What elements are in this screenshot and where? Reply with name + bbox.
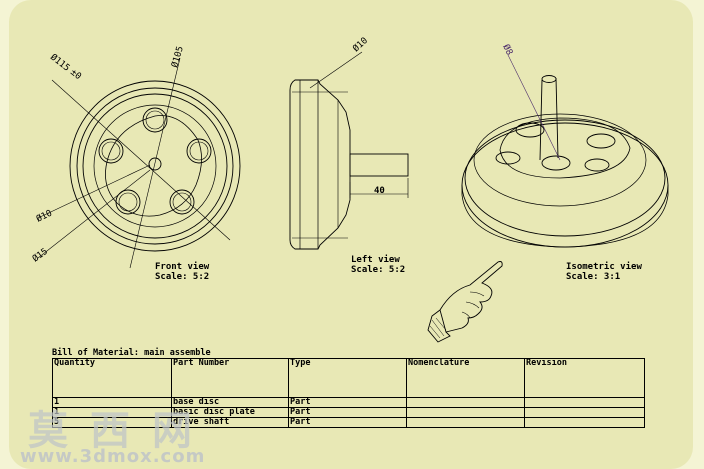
bom-header-part-number: Part Number xyxy=(171,358,289,398)
bom-header-row: Quantity Part Number Type Nomenclature R… xyxy=(52,358,645,398)
bom-title: Bill of Material: main assemble xyxy=(52,348,211,358)
bom-cell-nomenclature xyxy=(406,417,525,428)
bom-table: Quantity Part Number Type Nomenclature R… xyxy=(52,358,645,428)
bom-cell-revision xyxy=(524,417,645,428)
front-view-scale: Scale: 5:2 xyxy=(155,272,209,282)
bom-cell-nomenclature xyxy=(406,397,525,408)
front-view xyxy=(37,57,241,269)
isometric-view xyxy=(461,54,669,248)
dim-front-d105: Ø105 xyxy=(169,45,186,69)
watermark-url: www.3dmox.com xyxy=(20,446,206,467)
bom-header-revision: Revision xyxy=(524,358,645,398)
table-row: 5 drive shaft Part xyxy=(52,417,645,428)
dim-front-d15: Ø15 xyxy=(30,246,50,264)
dim-left-d10: Ø10 xyxy=(351,35,370,54)
left-view-scale: Scale: 5:2 xyxy=(351,265,405,275)
bom-header-nomenclature: Nomenclature xyxy=(406,358,525,398)
iso-view-title: Isometric view xyxy=(566,261,642,272)
dim-front-d115: Ø115 xyxy=(48,52,72,74)
bom-cell-type: Part xyxy=(288,397,407,408)
dim-front-d10: Ø10 xyxy=(34,208,53,225)
pointing-hand-icon xyxy=(427,261,503,343)
watermark-logo: 莫西网 xyxy=(28,408,214,454)
bom-cell-revision xyxy=(524,407,645,418)
bom-cell-type: Part xyxy=(288,417,407,428)
bom-cell-type: Part xyxy=(288,407,407,418)
left-view-title: Left view xyxy=(351,254,400,265)
bom-cell-nomenclature xyxy=(406,407,525,418)
bom-cell-revision xyxy=(524,397,645,408)
bill-of-material: Bill of Material: main assemble Quantity… xyxy=(52,348,646,428)
dim-iso-d8: Ø8 xyxy=(500,42,515,57)
bom-header-quantity: Quantity xyxy=(52,358,172,398)
front-view-title: Front view xyxy=(155,261,210,272)
dim-left-length: 40 xyxy=(374,186,385,196)
iso-view-scale: Scale: 3:1 xyxy=(566,272,620,282)
bom-header-type: Type xyxy=(288,358,407,398)
left-view xyxy=(289,51,409,250)
dim-front-d115-tol: ±0 xyxy=(68,67,83,82)
